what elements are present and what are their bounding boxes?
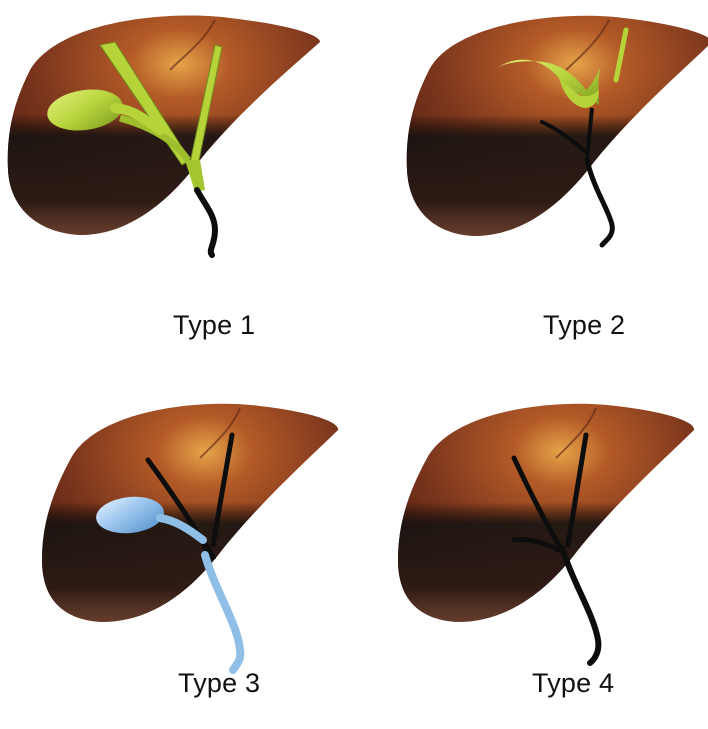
caption-type-2: Type 2 [543,310,625,341]
liver-illustration-type-2 [354,0,708,280]
panel-type-3: Type 3 [0,360,354,729]
panel-type-1: Type 1 [0,0,340,360]
caption-type-4: Type 4 [532,668,614,699]
caption-type-3: Type 3 [178,668,260,699]
panel-type-2: Type 2 [354,0,708,360]
caption-type-1: Type 1 [173,310,255,341]
liver-illustration-type-1 [0,0,340,280]
liver-illustration-type-3 [0,360,354,680]
panel-type-4: Type 4 [354,360,708,729]
liver-illustration-type-4 [354,360,708,680]
